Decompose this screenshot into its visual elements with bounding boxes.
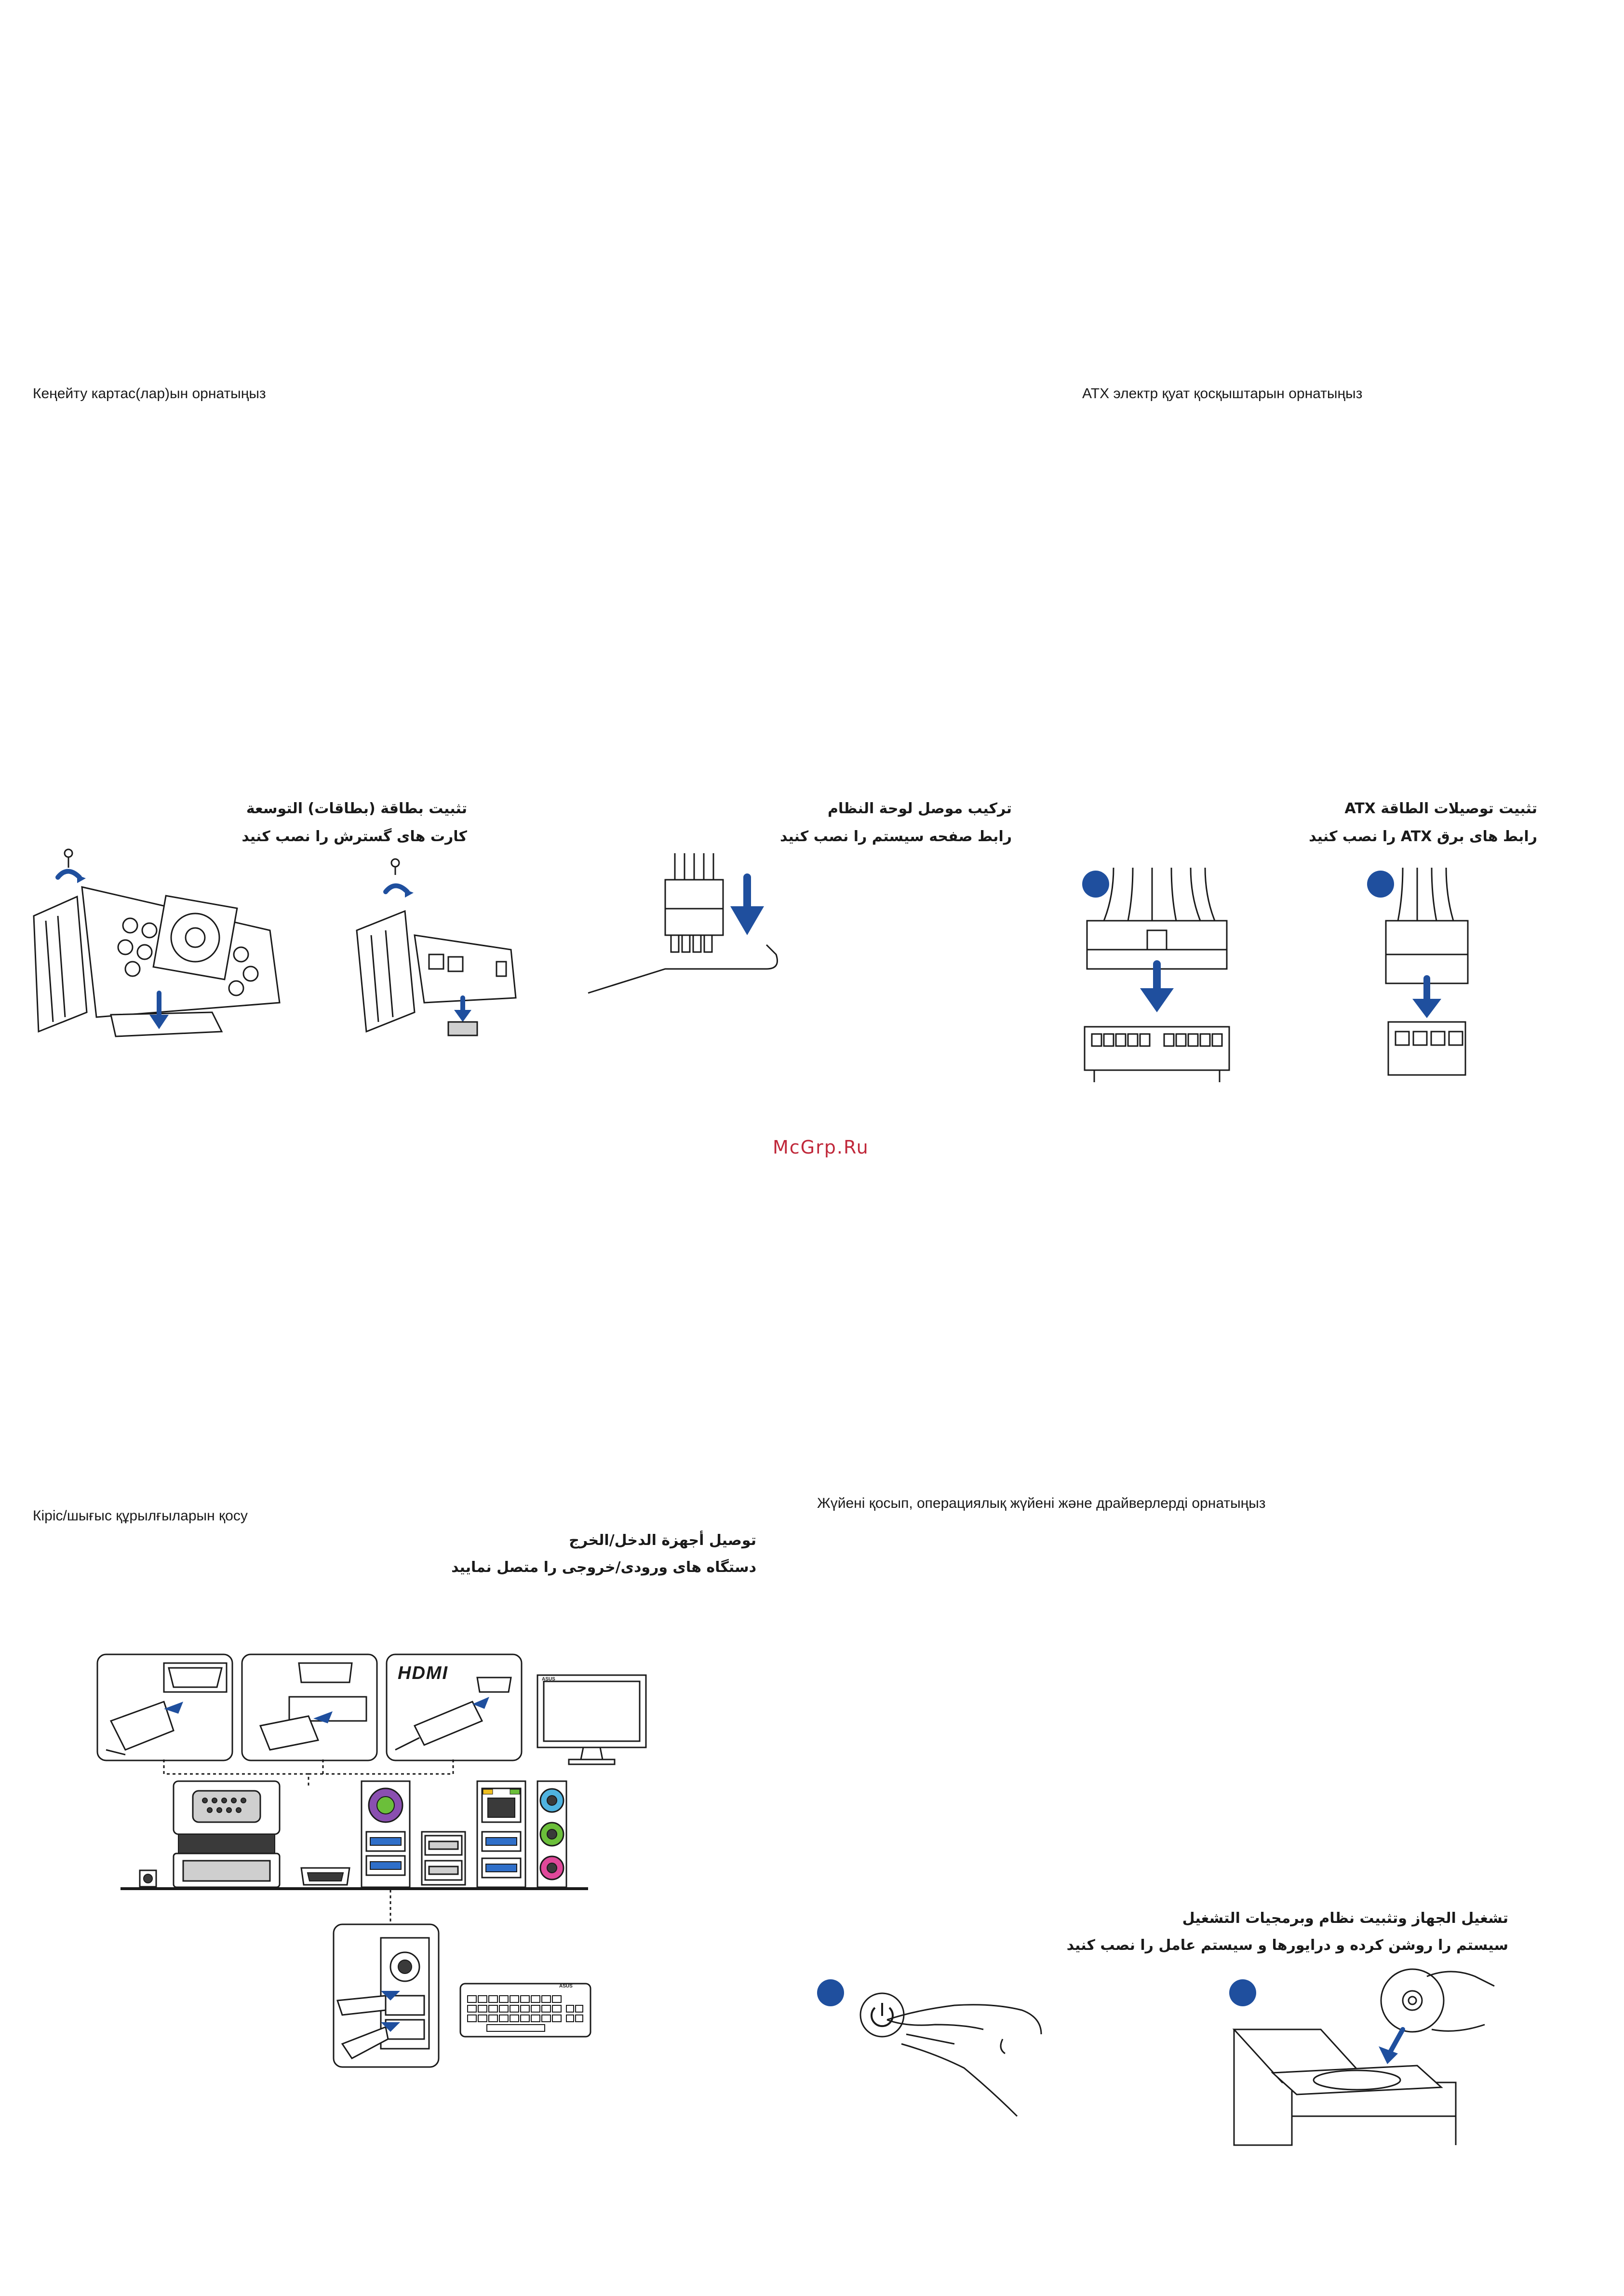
atx-ar-title: تثبيت توصيلات الطاقة ATX: [1344, 800, 1537, 817]
atx-heading: ATX электр қуат қосқыштарын орнатыңыз: [1082, 386, 1363, 402]
keyboard-icon: [459, 1983, 591, 2038]
hdmi-connection-inset: [386, 1653, 523, 1761]
dotted-connector-lines: [163, 1759, 454, 1788]
keyboard-brand: ASUS: [559, 1984, 573, 1989]
monitor-brand: ASUS: [542, 1677, 555, 1682]
dotted-line-peripherals: [389, 1890, 391, 1938]
power-on-ar-title: تشغيل الجهاز وتثبيت نظام وبرمجيات التشغي…: [1182, 1910, 1508, 1927]
vga-connection-inset: [96, 1653, 233, 1761]
power-button-press-illustration: [859, 1992, 1042, 2117]
rear-io-panel: [121, 1780, 588, 1890]
power-on-fa-title: سیستم را روشن کرده و درایورها و سیستم عا…: [1066, 1937, 1508, 1954]
power-step-2-marker: [1229, 1979, 1256, 2006]
power-on-heading: Жүйені қосып, операциялық жүйені және др…: [817, 1495, 1266, 1511]
dvi-connection-inset: [241, 1653, 378, 1761]
expansion-card-illustration: [356, 858, 517, 1036]
io-ar-title: توصيل أجهزة الدخل/الخرج: [569, 1532, 756, 1549]
monitor-icon: [537, 1674, 647, 1765]
io-fa-title: دستگاه های ورودی/خروجی را متصل نمایید: [451, 1559, 756, 1576]
power-step-1-marker: [817, 1979, 844, 2006]
atx-24pin-illustration: [1084, 867, 1230, 1082]
io-heading: Кіріс/шығыс құрылғыларын қосу: [33, 1508, 248, 1524]
expansion-fa-title: کارت های گسترش را نصب کنید: [242, 828, 467, 845]
expansion-ar-title: تثبيت بطاقة (بطاقات) التوسعة: [246, 800, 467, 817]
expansion-heading: Кеңейту картас(лар)ын орнатыңыз: [33, 386, 266, 402]
mouse-keyboard-connection-inset: [333, 1923, 440, 2068]
system-panel-ar-title: تركيب موصل لوحة النظام: [827, 800, 1012, 817]
atx-fa-title: رابط های برق ATX را نصب کنید: [1309, 828, 1537, 845]
step-1-marker: [1082, 871, 1109, 898]
watermark: McGrp.Ru: [773, 1137, 869, 1158]
optical-drive-disc-illustration: [1232, 1968, 1495, 2146]
graphics-card-illustration: [33, 848, 281, 1037]
system-panel-fa-title: رابط صفحه سیستم را نصب کنید: [779, 828, 1012, 845]
atx-8pin-illustration: [1385, 867, 1469, 1076]
hdmi-logo: HDMI: [398, 1663, 449, 1683]
system-panel-connector-illustration: [588, 853, 778, 994]
step-2-marker: [1367, 871, 1394, 898]
